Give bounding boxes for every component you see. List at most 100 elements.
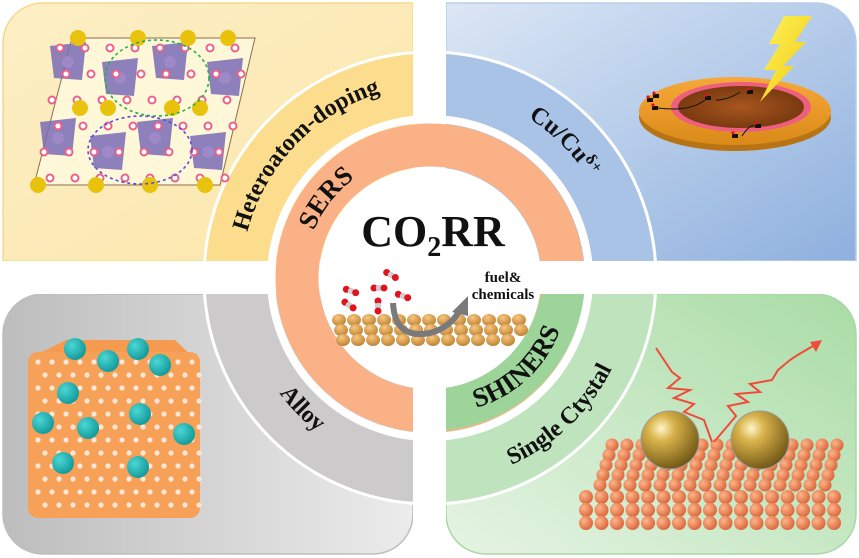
atom-dot [84, 372, 90, 378]
copper-atom [698, 478, 712, 492]
atom-dot [63, 489, 69, 495]
copper-atom [718, 516, 733, 530]
copper-atom [441, 334, 455, 346]
atom-dot [98, 372, 104, 378]
oxygen-atom [47, 95, 57, 105]
copper-atom [625, 503, 640, 517]
copper-atom [761, 468, 775, 482]
atom-dot [189, 359, 195, 365]
atom-dot [35, 489, 41, 495]
atom-dot [161, 385, 167, 391]
single-crystal-lattice [579, 438, 844, 530]
shell-nanoparticle-left [640, 410, 700, 470]
copper-atom [749, 490, 764, 504]
atom-dot [161, 411, 167, 417]
atom-dot [119, 385, 125, 391]
oxygen-atom [111, 69, 121, 79]
copper-atom [780, 490, 795, 504]
atom-dot [112, 424, 118, 430]
copper-atom [379, 324, 393, 336]
atom-dot [56, 372, 62, 378]
copper-atom [824, 458, 838, 472]
oxygen-atom [55, 43, 65, 53]
copper-atom [796, 490, 810, 504]
copper-atom [796, 516, 810, 530]
atom-dot [105, 489, 111, 495]
atom-dot [63, 411, 69, 417]
ring-gap-bottom [413, 386, 446, 436]
copper-atom [426, 334, 440, 346]
oxygen-atom [754, 121, 758, 125]
atom-dot [98, 502, 104, 508]
atom-dot [119, 359, 125, 365]
oxygen-atom [352, 289, 360, 297]
co2-molecule [374, 297, 382, 315]
oxygen-atom [147, 95, 157, 105]
electrode-illustration [639, 16, 831, 151]
copper-atom [827, 516, 841, 530]
pathway-line [657, 99, 706, 110]
oxygen-atom [380, 284, 388, 292]
atom-dot [168, 476, 174, 482]
copper-atom [593, 478, 607, 492]
atom-dot [168, 450, 174, 456]
atom-dot [126, 450, 132, 456]
atom-dot [56, 424, 62, 430]
atom-dot [105, 463, 111, 469]
copper-atom [672, 490, 686, 504]
copper-atom [796, 503, 810, 517]
copper-atom [687, 503, 702, 517]
atom-dot [161, 489, 167, 495]
atom-dot [147, 437, 153, 443]
adsorbate [732, 134, 738, 138]
copper-atom [703, 490, 717, 504]
copper-atom [632, 448, 646, 462]
copper-atom [811, 503, 826, 517]
copper-atom [626, 468, 640, 482]
atom-dot [168, 502, 174, 508]
shell-nanoparticle-right [730, 410, 790, 470]
copper-atom [599, 458, 613, 472]
copper-atom [713, 478, 727, 492]
copper-atom [815, 438, 829, 452]
copper-atom [687, 516, 702, 530]
oxygen-atom [164, 147, 174, 157]
cu-atom [130, 30, 146, 46]
oxygen-atom [374, 297, 382, 305]
atom-dot [42, 450, 48, 456]
adsorbate [755, 124, 761, 128]
copper-atom [794, 458, 808, 472]
alloy-atoms [32, 338, 202, 508]
copper-atom [467, 314, 481, 326]
copper-atom [743, 478, 757, 492]
copper-atom [596, 468, 610, 482]
atom-dot [119, 411, 125, 417]
dopant-cluster [127, 338, 149, 360]
phosphorus-atom [52, 132, 64, 144]
disc-center [678, 86, 804, 128]
copper-atom [579, 503, 593, 517]
copper-atom [707, 448, 721, 462]
oxygen-atom [205, 43, 215, 53]
cu-atom [88, 177, 104, 193]
atom-dot [140, 398, 146, 404]
copper-atom [718, 503, 733, 517]
oxygen-atom [646, 95, 650, 99]
atom-dot [56, 476, 62, 482]
atom-dot [35, 385, 41, 391]
atom-dot [140, 476, 146, 482]
lattice-atoms [30, 30, 246, 193]
oxygen-atom [214, 147, 224, 157]
copper-atom [641, 516, 655, 530]
oxygen-atom [120, 173, 130, 183]
cu-atom [30, 177, 46, 193]
copper-atom [689, 458, 703, 472]
copper-atom [610, 503, 624, 517]
atom-dot [119, 463, 125, 469]
dopant-cluster [64, 338, 86, 360]
dopant-cluster [32, 412, 54, 434]
atom-dot [119, 489, 125, 495]
copper-atom [641, 503, 655, 517]
oxygen-atom [211, 69, 221, 79]
